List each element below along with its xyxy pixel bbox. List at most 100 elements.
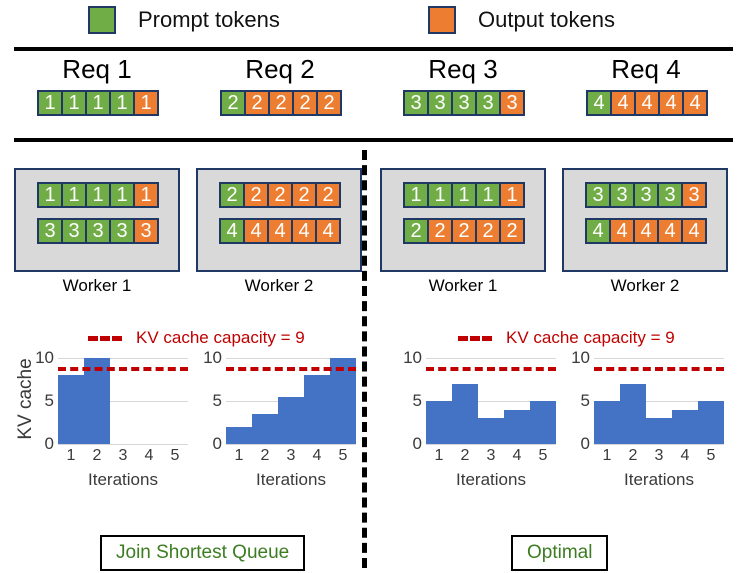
chart-x-tick-label: 4 — [312, 447, 322, 464]
chart-gridline — [58, 401, 188, 402]
chart-y-tick-label: 0 — [412, 434, 422, 453]
prompt-token: 1 — [475, 182, 501, 208]
output-token: 2 — [244, 90, 270, 116]
chart-x-axis-label: Iterations — [256, 470, 326, 489]
prompt-token: 3 — [427, 90, 453, 116]
output-token: 2 — [499, 218, 525, 244]
chart-x-tick-label: 3 — [118, 447, 128, 464]
worker-label: Worker 2 — [610, 276, 680, 295]
output-token: 2 — [243, 182, 269, 208]
chart-x-axis-label: Iterations — [456, 470, 526, 489]
prompt-token: 3 — [109, 218, 135, 244]
chart-x-tick-label: 5 — [538, 447, 548, 464]
output-token: 4 — [681, 218, 707, 244]
prompt-token: 2 — [403, 218, 429, 244]
chart-x-tick-label: 2 — [628, 447, 638, 464]
output-token: 4 — [609, 218, 635, 244]
chart-x-tick-label: 5 — [706, 447, 716, 464]
chart-bar — [226, 426, 252, 444]
prompt-token: 2 — [219, 182, 245, 208]
divider-rule-bottom — [14, 138, 733, 142]
orange-square-icon — [428, 6, 456, 34]
charts-area: KV cache capacity = 9 KV cache capacity … — [0, 318, 747, 518]
chart-y-tick-label: 10 — [203, 348, 222, 367]
chart-x-tick-label: 3 — [654, 447, 664, 464]
chart-bar — [504, 409, 530, 444]
legend-item-output-tokens: Output tokens — [428, 6, 615, 34]
worker-label: Worker 2 — [244, 276, 314, 295]
chart-gridline — [594, 358, 724, 359]
prompt-token: 4 — [585, 218, 611, 244]
output-token: 4 — [634, 90, 660, 116]
output-token: 1 — [133, 90, 159, 116]
output-token: 2 — [291, 182, 317, 208]
chart-y-tick-label: 5 — [212, 391, 222, 410]
strategy-divider — [362, 150, 367, 568]
prompt-token: 3 — [61, 218, 87, 244]
chart-bar — [330, 358, 356, 444]
chart-x-tick-label: 2 — [460, 447, 470, 464]
chart-y-tick-label: 10 — [35, 348, 54, 367]
chart-gridline — [58, 358, 188, 359]
chart-plot-area — [226, 358, 356, 445]
legend-label-prompt-tokens: Prompt tokens — [138, 7, 280, 32]
chart-bar — [452, 383, 478, 444]
chart-gridline — [226, 444, 356, 445]
prompt-token: 1 — [427, 182, 453, 208]
chart-bar — [426, 401, 452, 444]
capacity-legend-left: KV cache capacity = 9 — [88, 328, 305, 348]
green-square-icon — [88, 6, 116, 34]
chart-x-tick-label: 3 — [286, 447, 296, 464]
prompt-token: 3 — [475, 90, 501, 116]
output-token: 4 — [243, 218, 269, 244]
prompt-token: 1 — [451, 182, 477, 208]
token-legend: Prompt tokens Output tokens — [0, 0, 747, 44]
chart-plot-area — [594, 358, 724, 445]
chart-bar — [594, 401, 620, 444]
output-token: 2 — [427, 218, 453, 244]
chart-x-tick-label: 1 — [66, 447, 76, 464]
prompt-token: 3 — [37, 218, 63, 244]
request-title: Req 2 — [245, 54, 315, 84]
output-token: 4 — [633, 218, 659, 244]
chart-bars — [226, 358, 356, 444]
kv-cache-capacity-line — [594, 366, 724, 371]
output-token: 2 — [451, 218, 477, 244]
prompt-token: 4 — [586, 90, 612, 116]
capacity-legend-text: KV cache capacity = 9 — [136, 328, 305, 347]
chart-x-tick-label: 5 — [338, 447, 348, 464]
prompt-token: 1 — [37, 182, 63, 208]
chart-x-tick-label: 1 — [602, 447, 612, 464]
chart-bar — [58, 375, 84, 444]
chart-bar — [478, 418, 504, 444]
output-token: 2 — [268, 90, 294, 116]
chart-y-tick-label: 10 — [403, 348, 422, 367]
prompt-token: 1 — [85, 90, 111, 116]
chart-gridline — [426, 444, 556, 445]
kv-cache-capacity-line — [58, 366, 188, 371]
prompt-token: 3 — [403, 90, 429, 116]
prompt-token: 3 — [85, 218, 111, 244]
